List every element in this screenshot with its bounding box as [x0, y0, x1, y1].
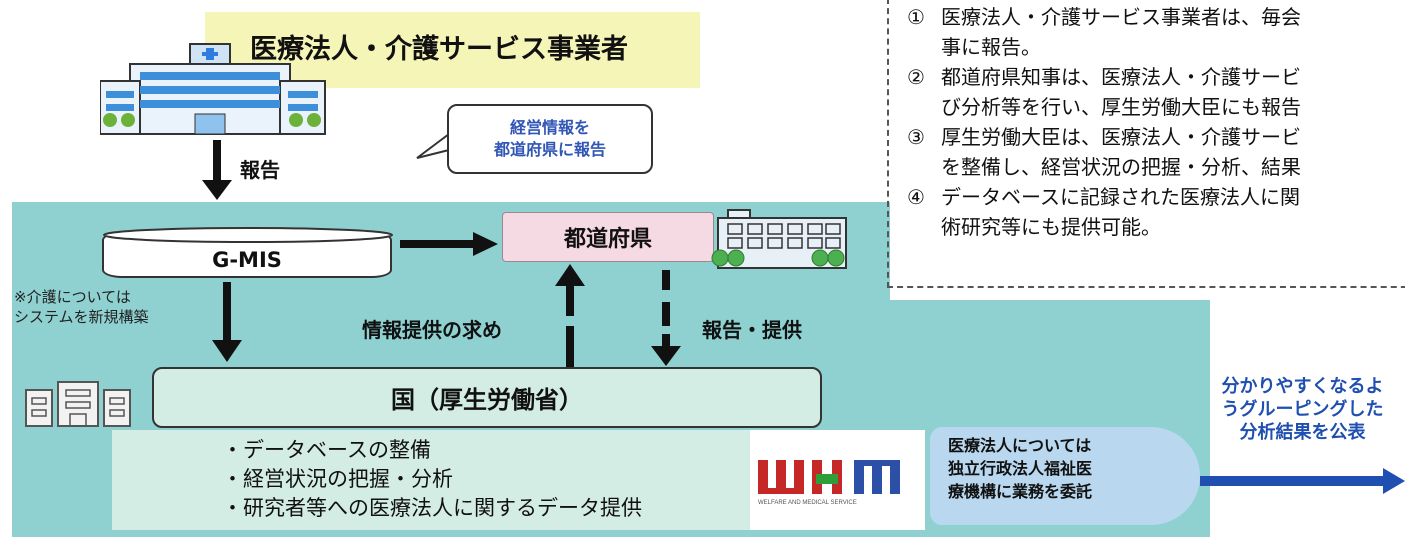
report-callout: 経営情報を 都道府県に報告 [447, 104, 653, 174]
notes-box [887, 0, 1405, 288]
publish-line: 分かりやすくなるよ [1221, 376, 1384, 397]
note-number: ① [907, 5, 925, 29]
note-text: び分析等を行い、厚生労働大臣にも報告 [941, 95, 1301, 119]
tasks-list: ・データベースの整備 ・経営状況の把握・分析 ・研究者等への医療法人に関するデー… [222, 436, 642, 523]
tasks-panel [112, 430, 752, 530]
note-number: ④ [907, 185, 925, 209]
wam-logo-subtext: WELFARE AND MEDICAL SERVICE [758, 500, 857, 506]
gmis-to-prefecture-arrow [400, 232, 498, 256]
ministry-building-icon [25, 381, 131, 427]
publish-arrow [1200, 468, 1405, 494]
callout-pointer [416, 133, 450, 159]
national-box: 国（厚生労働省） [152, 367, 822, 428]
task-item: ・研究者等への医療法人に関するデータ提供 [222, 496, 642, 520]
callout-line-1: 経営情報を [509, 118, 590, 137]
note-text: を整備し、経営状況の把握・分析、結果 [941, 155, 1301, 179]
note-item: ④ データベースに記録された医療法人に関 術研究等にも提供可能。 [907, 182, 1405, 242]
task-item: ・経営状況の把握・分析 [222, 467, 453, 491]
wam-logo: WELFARE AND MEDICAL SERVICE [750, 430, 925, 530]
note-text: 都道府県知事は、医療法人・介護サービ [941, 65, 1301, 89]
prefecture-box: 都道府県 [502, 212, 714, 262]
wam-logo-mark: WELFARE AND MEDICAL SERVICE [758, 460, 900, 506]
info-request-arrow [555, 264, 585, 368]
wam-note-line: 独立行政法人福祉医 [948, 459, 1093, 478]
note-item: ② 都道府県知事は、医療法人・介護サービ び分析等を行い、厚生労働大臣にも報告 [907, 62, 1405, 122]
report-provide-label: 報告・提供 [702, 318, 802, 342]
info-request-label: 情報提供の求め [362, 318, 502, 342]
kaigo-note-line-1: ※介護については [14, 288, 131, 306]
wam-note: 医療法人については 独立行政法人福祉医 療機構に業務を委託 [948, 434, 1133, 503]
note-text: データベースに記録された医療法人に関 [941, 185, 1300, 209]
hospital-icon [100, 43, 326, 135]
note-item: ③ 厚生労働大臣は、医療法人・介護サービ を整備し、経営状況の把握・分析、結果 [907, 122, 1405, 182]
notes-list: ① 医療法人・介護サービス事業者は、毎会 事に報告。 ② 都道府県知事は、医療法人・… [907, 2, 1405, 242]
note-number: ③ [907, 125, 925, 149]
publish-line: 分析結果を公表 [1239, 422, 1366, 443]
wam-note-line: 療機構に業務を委託 [948, 482, 1093, 501]
report-label: 報告 [240, 158, 280, 182]
wam-note-bubble [930, 427, 1200, 525]
gmis-label: G-MIS [212, 248, 282, 272]
kaigo-note-line-2: システムを新規構築 [14, 308, 149, 326]
task-item: ・データベースの整備 [222, 438, 431, 462]
note-text: 事に報告。 [941, 35, 1041, 59]
note-number: ② [907, 65, 925, 89]
callout-line-2: 都道府県に報告 [493, 140, 606, 159]
note-text: 術研究等にも提供可能。 [941, 215, 1161, 239]
wam-note-line: 医療法人については [948, 436, 1092, 455]
gmis-top-ellipse [103, 227, 393, 243]
note-text: 厚生労働大臣は、医療法人・介護サービ [941, 125, 1301, 149]
note-item: ① 医療法人・介護サービス事業者は、毎会 事に報告。 [907, 2, 1405, 62]
report-provide-arrow [651, 270, 681, 366]
prefecture-building-icon [711, 209, 847, 269]
report-arrow [202, 140, 232, 200]
kaigo-note: ※介護については システムを新規構築 [14, 287, 149, 327]
note-text: 医療法人・介護サービス事業者は、毎会 [941, 5, 1301, 29]
publish-text: 分かりやすくなるよ うグルーピングした 分析結果を公表 [1200, 375, 1405, 444]
gmis-to-national-arrow [212, 282, 242, 362]
publish-line: うグルーピングした [1221, 399, 1384, 420]
